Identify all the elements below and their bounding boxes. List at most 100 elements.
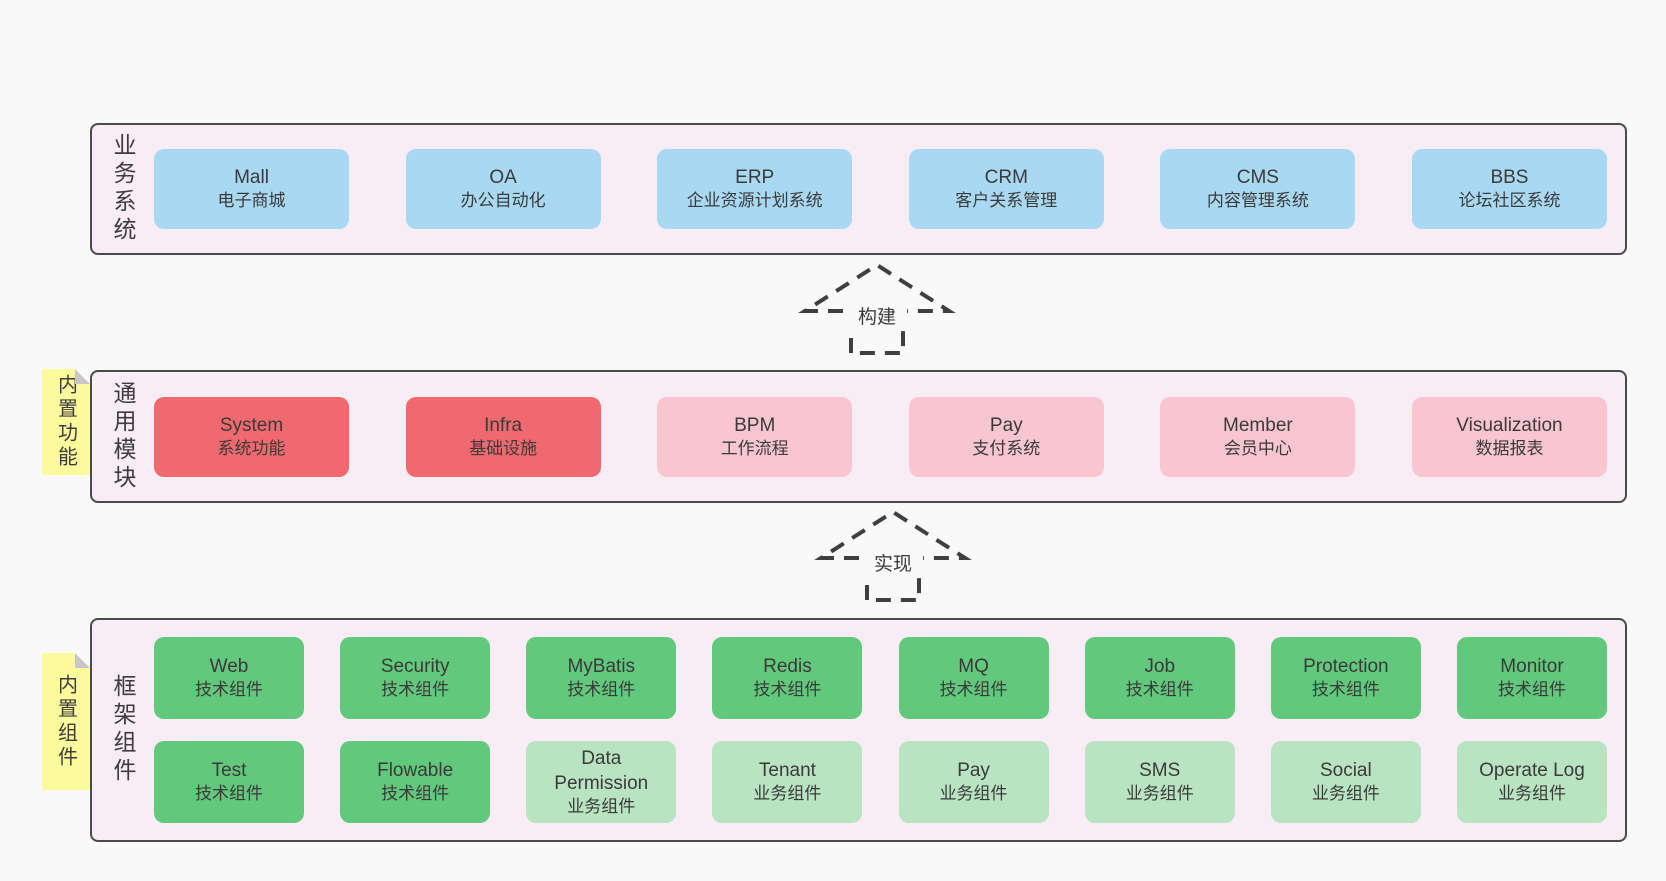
box-cms: CMS 内容管理系统 <box>1160 149 1356 229</box>
box-name: Monitor <box>1500 656 1564 678</box>
fold-corner-icon <box>75 653 90 668</box>
build-arrow-label: 构建 <box>858 306 896 328</box>
box-name: Job <box>1144 656 1176 678</box>
box-name: Web <box>209 656 249 678</box>
build-arrow-icon: 构建 <box>798 262 956 355</box>
box-desc: 技术组件 <box>195 680 263 700</box>
box-bbs: BBS 论坛社区系统 <box>1411 149 1607 229</box>
box-desc: 电子商城 <box>217 191 286 211</box>
layer-label-text: 框架组件 <box>110 674 136 786</box>
box-desc: 技术组件 <box>1311 680 1380 700</box>
box-desc: 会员中心 <box>1223 438 1292 458</box>
box-desc: 内容管理系统 <box>1206 191 1309 211</box>
sticky-note-builtin-features: 内置功能 <box>42 369 90 475</box>
box-sms: SMS 业务组件 <box>1084 741 1235 823</box>
box-name: BBS <box>1490 167 1529 189</box>
implement-arrow-icon: 实现 <box>814 509 972 602</box>
box-pay: Pay 支付系统 <box>908 396 1104 477</box>
sticky-note-builtin-components: 内置组件 <box>42 653 90 790</box>
box-name: ERP <box>735 167 775 189</box>
box-mall: Mall 电子商城 <box>154 149 349 229</box>
box-name: Test <box>211 760 247 782</box>
box-flowable: Flowable 技术组件 <box>340 741 491 823</box>
sticky-note-text: 内置组件 <box>54 673 77 770</box>
box-operate-log: Operate Log 业务组件 <box>1456 741 1607 823</box>
layer-label-modules: 通用模块 <box>92 372 154 501</box>
component-rows: Web 技术组件 Security 技术组件 MyBatis 技术组件 Redi… <box>154 620 1625 840</box>
box-desc: 数据报表 <box>1475 438 1544 458</box>
box-desc: 论坛社区系统 <box>1458 191 1561 211</box>
box-bpm: BPM 工作流程 <box>657 396 853 477</box>
box-desc: 客户关系管理 <box>955 191 1058 211</box>
box-name: CMS <box>1236 167 1279 189</box>
sticky-note-text: 内置功能 <box>54 374 77 470</box>
box-oa: OA 办公自动化 <box>405 149 601 229</box>
box-desc: 基础设施 <box>469 438 538 458</box>
box-name: MyBatis <box>567 656 636 678</box>
box-desc: 业务组件 <box>1311 784 1380 804</box>
box-test: Test 技术组件 <box>154 741 304 823</box>
box-web: Web 技术组件 <box>154 637 304 719</box>
box-tenant: Tenant 业务组件 <box>712 741 863 823</box>
box-security: Security 技术组件 <box>340 637 491 719</box>
box-desc: 企业资源计划系统 <box>686 191 823 211</box>
common-modules-panel: 通用模块 System 系统功能 Infra 基础设施 BPM 工作流程 Pay… <box>90 370 1627 503</box>
box-name: Visualization <box>1456 414 1563 436</box>
box-system: System 系统功能 <box>154 396 349 477</box>
component-row-biz: Test 技术组件 Flowable 技术组件 Data Permission … <box>154 741 1607 823</box>
layer-label-components: 框架组件 <box>92 620 154 840</box>
box-member: Member 会员中心 <box>1160 396 1356 477</box>
box-name: Flowable <box>377 760 454 782</box>
box-redis: Redis 技术组件 <box>712 637 863 719</box>
box-desc: 办公自动化 <box>460 191 546 211</box>
box-name: OA <box>489 167 517 189</box>
box-desc: 系统功能 <box>217 438 286 458</box>
box-name: Operate Log <box>1479 760 1585 782</box>
box-desc: 技术组件 <box>195 784 263 804</box>
box-name: MQ <box>958 656 989 678</box>
business-boxes-row: Mall 电子商城 OA 办公自动化 ERP 企业资源计划系统 CRM 客户关系… <box>154 125 1625 253</box>
box-name: BPM <box>734 414 776 436</box>
box-name: Redis <box>763 656 812 678</box>
box-name: System <box>219 414 284 436</box>
layer-label-text: 通用模块 <box>110 380 136 493</box>
box-name: Pay <box>989 414 1023 436</box>
box-erp: ERP 企业资源计划系统 <box>657 149 853 229</box>
layer-label-text: 业务系统 <box>110 133 136 245</box>
layer-label-business: 业务系统 <box>92 125 154 253</box>
component-row-tech: Web 技术组件 Security 技术组件 MyBatis 技术组件 Redi… <box>154 637 1607 719</box>
box-name: SMS <box>1139 760 1181 782</box>
implement-arrow-label: 实现 <box>874 553 912 575</box>
box-desc: 技术组件 <box>567 680 636 700</box>
box-name: Infra <box>484 414 523 436</box>
fold-corner-icon <box>75 369 90 384</box>
box-desc: 技术组件 <box>1125 680 1194 700</box>
box-name: Security <box>380 656 450 678</box>
box-desc: 业务组件 <box>567 796 636 816</box>
box-pay-biz: Pay 业务组件 <box>898 741 1049 823</box>
box-protection: Protection 技术组件 <box>1270 637 1421 719</box>
box-crm: CRM 客户关系管理 <box>908 149 1104 229</box>
box-desc: 技术组件 <box>381 680 450 700</box>
box-name: Member <box>1223 414 1293 436</box>
box-name: Data Permission <box>554 747 649 794</box>
box-name: CRM <box>984 167 1028 189</box>
box-infra: Infra 基础设施 <box>405 396 601 477</box>
module-boxes-row: System 系统功能 Infra 基础设施 BPM 工作流程 Pay 支付系统… <box>154 372 1625 501</box>
box-job: Job 技术组件 <box>1084 637 1235 719</box>
box-desc: 支付系统 <box>972 438 1041 458</box>
box-desc: 业务组件 <box>1497 784 1566 804</box>
box-desc: 业务组件 <box>1125 784 1194 804</box>
box-mybatis: MyBatis 技术组件 <box>526 637 677 719</box>
box-desc: 技术组件 <box>381 784 450 804</box>
box-visualization: Visualization 数据报表 <box>1411 396 1607 477</box>
box-name: Social <box>1319 760 1372 782</box>
box-name: Mall <box>234 167 269 189</box>
box-social: Social 业务组件 <box>1270 741 1421 823</box>
business-systems-panel: 业务系统 Mall 电子商城 OA 办公自动化 ERP 企业资源计划系统 CRM… <box>90 123 1627 255</box>
framework-components-panel: 框架组件 Web 技术组件 Security 技术组件 MyBatis 技术组件… <box>90 618 1627 842</box>
box-monitor: Monitor 技术组件 <box>1456 637 1607 719</box>
box-desc: 工作流程 <box>720 438 789 458</box>
box-desc: 技术组件 <box>1497 680 1566 700</box>
box-name: Protection <box>1303 656 1389 678</box>
